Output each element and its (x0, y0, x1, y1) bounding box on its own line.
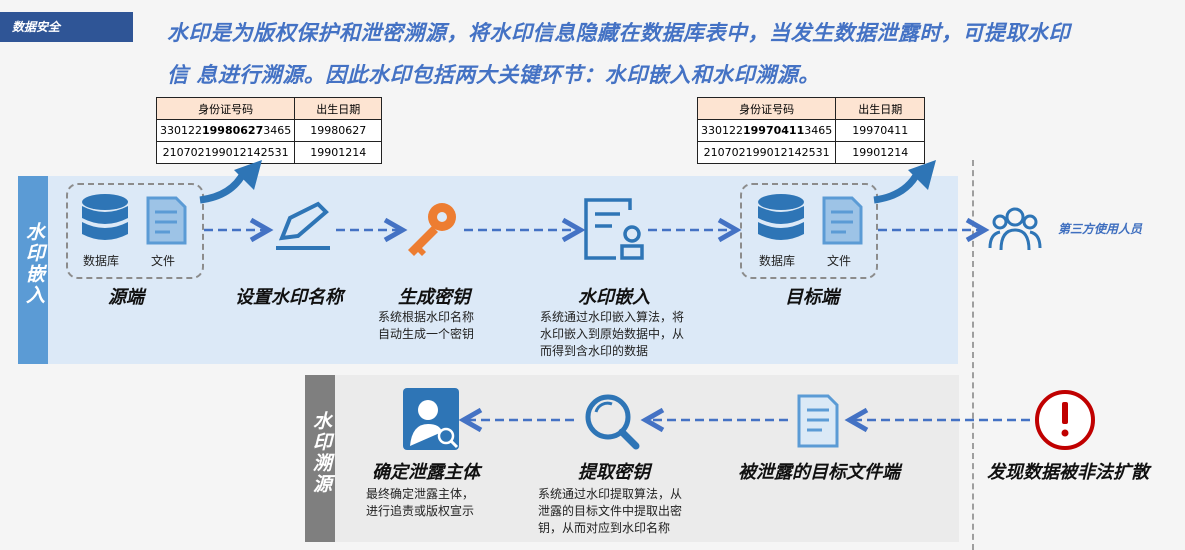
table-cell: 19901214 (294, 141, 383, 164)
headline-line-1: 水印是为版权保护和泄密溯源，将水印信息隐藏在数据库表中，当发生数据泄露时，可提取… (167, 20, 1070, 45)
table-header: 出生日期 (835, 97, 926, 120)
file-icon (146, 196, 187, 245)
table-header: 出生日期 (294, 97, 383, 120)
target-title: 目标端 (785, 287, 839, 308)
trace-section-label: 水印溯源 (310, 411, 332, 495)
alert-icon (1035, 390, 1095, 450)
third-party-label: 第三方使用人员 (1058, 222, 1143, 236)
embed-section-label: 水印嵌入 (23, 222, 45, 306)
table-row: 330122199704113465 19970411 (696, 119, 926, 142)
doc-icon (797, 394, 839, 448)
export-arrow-icon (873, 160, 936, 204)
source-box (66, 183, 204, 279)
table-cell: 19901214 (835, 141, 926, 164)
key-icon (408, 203, 456, 256)
database-icon (758, 194, 804, 240)
target-file-label: 文件 (827, 254, 852, 268)
magnifier-icon (585, 394, 640, 450)
table-cell: 330122199704113465 (696, 119, 837, 142)
person-search-icon (403, 388, 459, 450)
extract-desc: 系统通过水印提取算法，从 泄露的目标文件中提取出密 钥，从而对应到水印名称 (538, 487, 683, 535)
pen-icon (276, 201, 330, 250)
table-row: 330122199806273465 19980627 (155, 119, 383, 142)
table-cell: 19970411 (835, 119, 926, 142)
source-db-label: 数据库 (83, 254, 120, 268)
embed-title: 水印嵌入 (578, 287, 650, 308)
leaked-title: 被泄露的目标文件端 (738, 462, 900, 483)
source-id-table: 身份证号码 出生日期 330122199806273465 19980627 2… (155, 97, 383, 164)
database-icon (82, 194, 128, 240)
embed-desc: 系统通过水印嵌入算法，将 水印嵌入到原始数据中，从 而得到含水印的数据 (540, 310, 685, 358)
extract-title: 提取密钥 (578, 462, 650, 483)
set-name-title: 设置水印名称 (235, 287, 343, 308)
discover-title: 发现数据被非法扩散 (987, 462, 1149, 483)
section-tag: 数据安全 (0, 12, 133, 42)
identify-title: 确定泄露主体 (372, 462, 480, 483)
file-icon (822, 196, 863, 245)
identify-desc: 最终确定泄露主体， 进行追责或版权宣示 (366, 487, 475, 518)
source-file-label: 文件 (151, 254, 176, 268)
source-title: 源端 (108, 287, 144, 308)
embed-doc-icon (584, 198, 644, 260)
table-row: 210702199012142531 19901214 (696, 141, 926, 164)
target-db-label: 数据库 (759, 254, 796, 268)
table-header: 身份证号码 (696, 97, 837, 120)
export-arrow-icon (199, 160, 262, 204)
divider-line (972, 160, 974, 550)
headline: 水印是为版权保护和泄密溯源，将水印信息隐藏在数据库表中，当发生数据泄露时，可提取… (167, 12, 1127, 96)
table-row: 210702199012142531 19901214 (155, 141, 383, 164)
table-cell: 210702199012142531 (155, 141, 296, 164)
target-id-table: 身份证号码 出生日期 330122199704113465 19970411 2… (696, 97, 926, 164)
users-icon (988, 207, 1042, 251)
gen-key-title: 生成密钥 (398, 287, 470, 308)
embed-side-bar: 水印嵌入 (18, 176, 48, 364)
gen-key-desc: 系统根据水印名称 自动生成一个密钥 (378, 310, 475, 341)
table-cell: 330122199806273465 (155, 119, 296, 142)
table-cell: 19980627 (294, 119, 383, 142)
trace-side-bar: 水印溯源 (305, 375, 335, 542)
headline-line-2: 信 息进行溯源。因此水印包括两大关键环节：水印嵌入和水印溯源。 (167, 62, 820, 87)
table-cell: 210702199012142531 (696, 141, 837, 164)
table-header: 身份证号码 (155, 97, 296, 120)
